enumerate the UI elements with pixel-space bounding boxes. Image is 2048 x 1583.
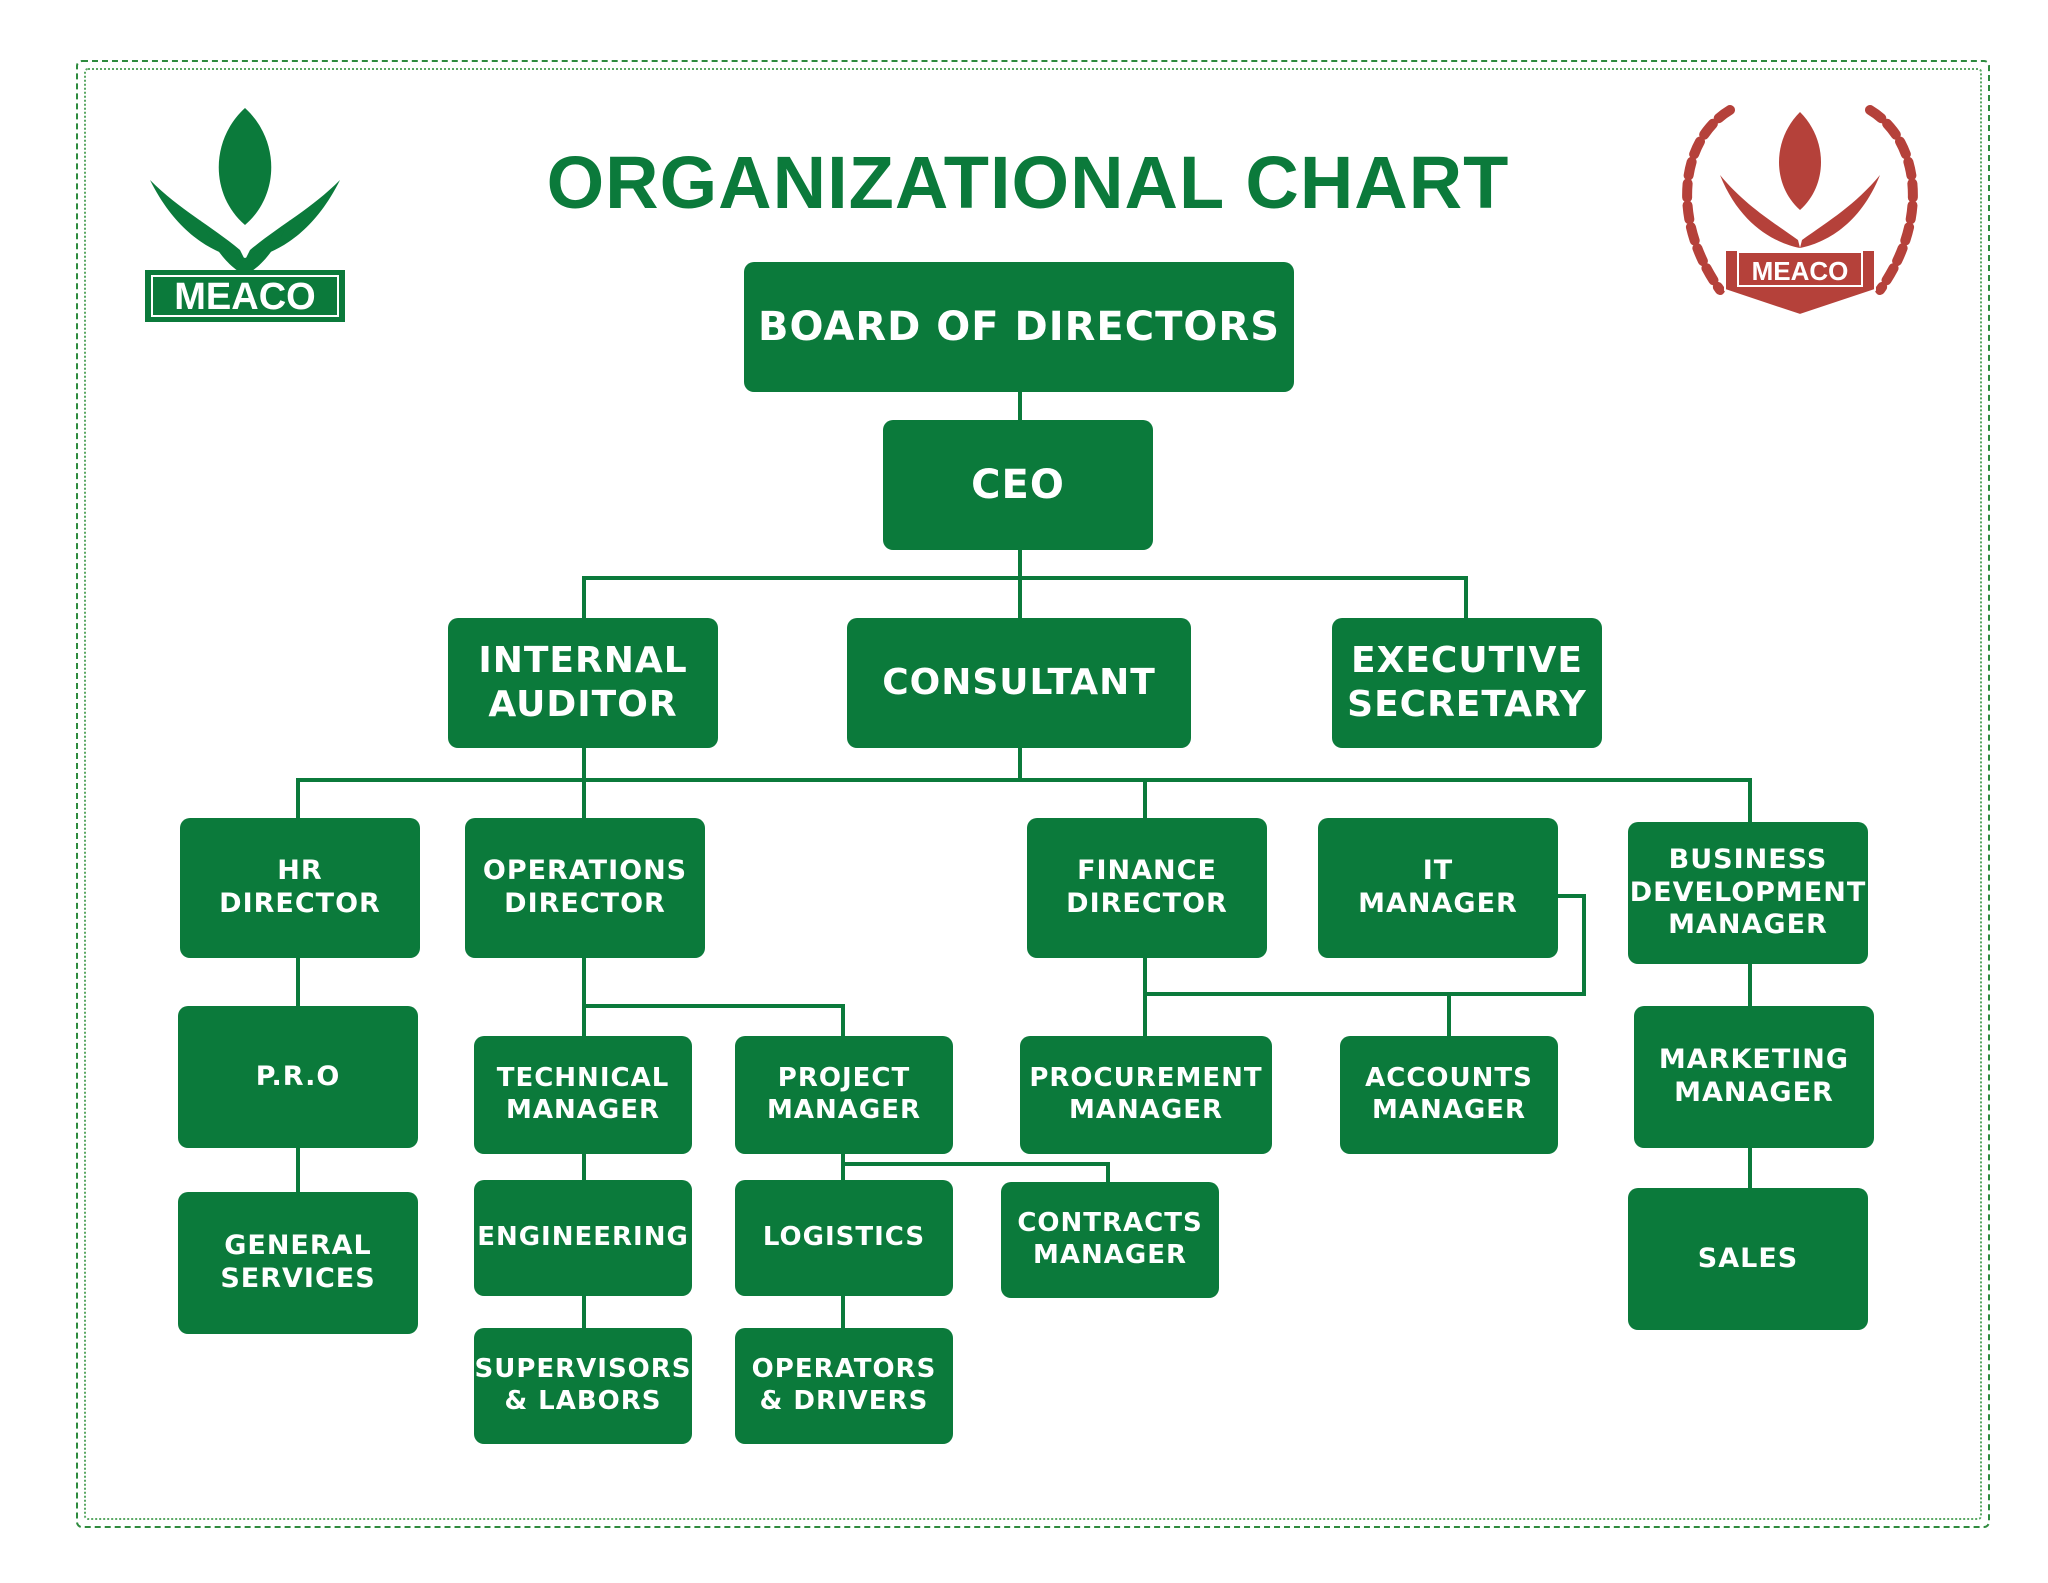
connector [843,1162,1110,1166]
connector [296,778,1752,782]
node-consultant: CONSULTANT [847,618,1191,748]
connector [582,576,586,618]
node-marketing-manager: MARKETING MANAGER [1634,1006,1874,1148]
connector [296,956,300,1008]
laurel-left-icon [1682,105,1735,295]
connector [1748,1146,1752,1190]
connector [582,1294,586,1328]
connector [1018,746,1022,780]
node-executive-secretary: EXECUTIVE SECRETARY [1332,618,1602,748]
connector [1018,390,1022,420]
connector [582,1004,845,1008]
node-accounts-manager: ACCOUNTS MANAGER [1340,1036,1558,1154]
right-wing-icon [245,180,340,260]
node-operators-drivers: OPERATORS & DRIVERS [735,1328,953,1444]
node-engineering: ENGINEERING [474,1180,692,1296]
connector [582,956,586,1038]
connector [1143,778,1147,818]
connector [1018,548,1022,578]
connector [1464,576,1468,618]
node-sales: SALES [1628,1188,1868,1330]
chart-title: ORGANIZATIONAL CHART [546,141,1510,224]
logo-left-text: MEACO [174,276,315,318]
node-board-of-directors: BOARD OF DIRECTORS [744,262,1294,392]
connector [1556,894,1586,898]
left-wing-icon [150,180,245,260]
seal-leaf-icon [1779,112,1821,210]
connector [582,1152,586,1182]
connector [1748,962,1752,1006]
node-operations-director: OPERATIONS DIRECTOR [465,818,705,958]
seal-text: MEACO [1752,256,1849,286]
node-ceo: CEO [883,420,1153,550]
node-logistics: LOGISTICS [735,1180,953,1296]
connector [1748,778,1752,822]
leaf-border-inner [84,68,1982,1520]
connector [582,746,586,818]
node-procurement-manager: PROCUREMENT MANAGER [1020,1036,1272,1154]
leaf-icon [218,108,272,225]
laurel-right-icon [1865,105,1918,295]
node-project-manager: PROJECT MANAGER [735,1036,953,1154]
node-contracts-manager: CONTRACTS MANAGER [1001,1182,1219,1298]
meaco-seal-right: MEACO [1682,105,1918,317]
connector [841,1152,845,1182]
connector [1582,894,1586,996]
node-general-services: GENERAL SERVICES [178,1192,418,1334]
leaf-border [76,60,1990,1528]
node-technical-manager: TECHNICAL MANAGER [474,1036,692,1154]
connector [1447,992,1451,1038]
connector [841,1294,845,1328]
connector [841,1004,845,1038]
meaco-logo-left: MEACO [145,108,345,322]
connector [1143,992,1586,996]
node-pro: P.R.O [178,1006,418,1148]
connector [1106,1162,1110,1184]
node-supervisors-labors: SUPERVISORS & LABORS [474,1328,692,1444]
node-it-manager: IT MANAGER [1318,818,1558,958]
connector [582,576,1468,580]
node-business-development-manager: BUSINESS DEVELOPMENT MANAGER [1628,822,1868,964]
connector [1143,956,1147,1038]
connector [1018,576,1022,618]
connector [296,1146,300,1194]
node-hr-director: HR DIRECTOR [180,818,420,958]
node-finance-director: FINANCE DIRECTOR [1027,818,1267,958]
connector [296,778,300,818]
node-internal-auditor: INTERNAL AUDITOR [448,618,718,748]
